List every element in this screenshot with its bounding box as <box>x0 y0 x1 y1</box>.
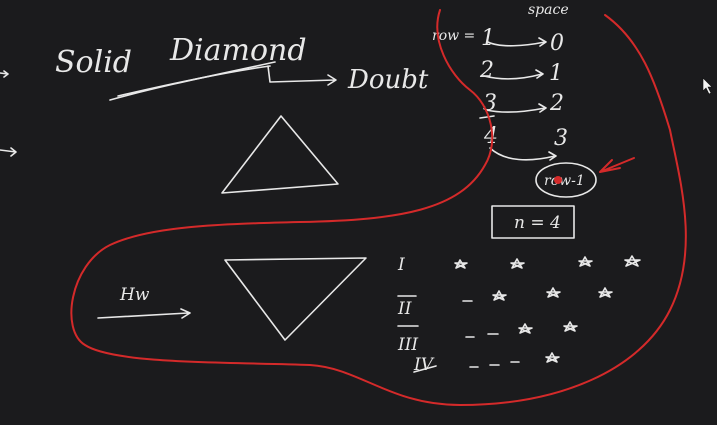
title-solid: Solid <box>55 45 132 80</box>
formula-circle <box>535 162 597 198</box>
row-value-3: 3 <box>483 91 497 116</box>
star-icon <box>492 290 507 301</box>
row-header: row = <box>432 28 475 44</box>
hw-underline <box>97 308 191 319</box>
hw-label: Hw <box>119 285 150 305</box>
row-value-2: 2 <box>479 58 494 83</box>
mapping-arrow-3 <box>485 103 547 113</box>
n-value-text: n = 4 <box>514 213 561 233</box>
pattern-row-label-3: III <box>397 335 418 355</box>
space-value-2: 1 <box>549 61 563 86</box>
space-value-4: 3 <box>554 126 568 151</box>
mapping-arrow-2 <box>483 69 544 80</box>
star-icon <box>510 258 525 269</box>
pattern-row-label-2: II <box>397 299 412 319</box>
star-icon <box>518 323 533 334</box>
row-value-4: 4 <box>483 124 498 149</box>
mapping-arrow-1 <box>487 37 547 47</box>
star-icon <box>578 256 593 267</box>
row-strike <box>479 115 495 119</box>
star-icon <box>563 321 578 332</box>
n-value-box <box>491 205 575 239</box>
space-value-3: 2 <box>549 91 564 116</box>
doubt-arrow <box>267 65 337 86</box>
left-edge-arrow <box>0 70 9 78</box>
upright-triangle <box>221 115 339 194</box>
star-icon <box>454 259 468 269</box>
title-underline <box>117 65 271 97</box>
pointer-dot <box>554 176 562 184</box>
left-edge-arrow <box>0 147 17 157</box>
red-pointer-arrow <box>599 157 635 173</box>
formula-text: row-1 <box>544 173 585 189</box>
row-value-1: 1 <box>481 26 495 51</box>
star-icon <box>598 287 613 298</box>
doubt-label: Doubt <box>347 65 429 95</box>
space-dash <box>469 361 520 368</box>
title-diamond: Diamond <box>169 33 307 68</box>
mouse-cursor-icon <box>702 77 713 95</box>
space-header: space <box>528 2 569 18</box>
star-icon <box>624 255 641 267</box>
star-icon <box>546 287 561 298</box>
mapping-arrow-4 <box>489 147 557 161</box>
space-value-1: 0 <box>550 31 564 56</box>
row-label-strokes <box>397 295 437 373</box>
star-icon <box>545 352 560 363</box>
inverted-triangle <box>224 257 367 341</box>
pattern-row-label-1: I <box>397 255 405 275</box>
space-dash <box>465 333 499 338</box>
red-enclosure-outline <box>70 9 687 406</box>
